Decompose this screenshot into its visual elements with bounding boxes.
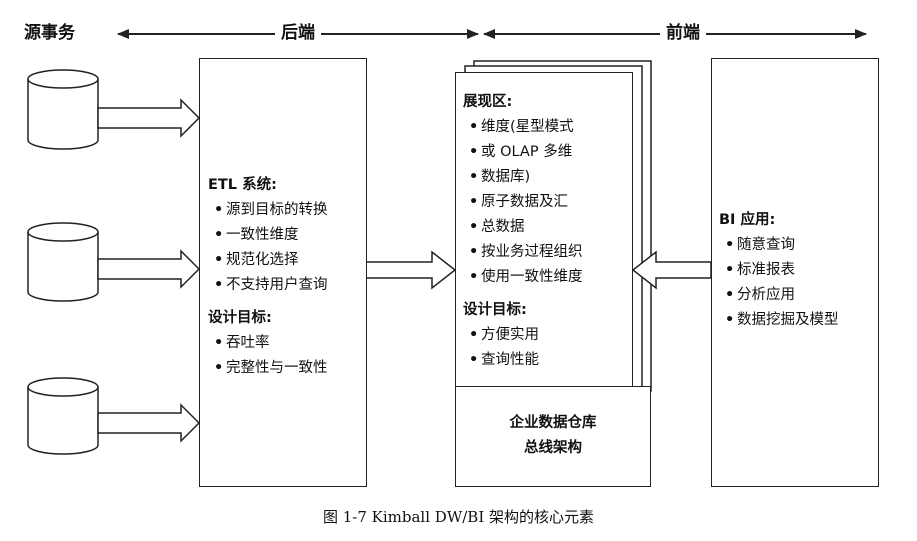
- list-item: 总数据: [463, 215, 633, 240]
- bi-applications-section: BI 应用: 随意查询 标准报表 分析应用 数据挖掘及模型: [719, 208, 877, 333]
- presentation-items: 维度(星型模式 或 OLAP 多维 数据库) 原子数据及汇 总数据 按业务过程组…: [463, 115, 633, 290]
- flow-arrow-source1-to-etl: [97, 98, 201, 138]
- database-icon: [27, 69, 99, 150]
- list-item: 标准报表: [719, 258, 877, 283]
- presentation-section: 展现区: 维度(星型模式 或 OLAP 多维 数据库) 原子数据及汇 总数据 按…: [463, 90, 633, 373]
- list-item: 数据挖掘及模型: [719, 308, 877, 333]
- list-item: 不支持用户查询: [208, 273, 366, 298]
- presentation-goals-title: 设计目标:: [463, 302, 527, 318]
- presentation-title: 展现区:: [463, 94, 513, 110]
- flow-arrow-source2-to-etl: [97, 249, 201, 289]
- header-source-transactions: 源事务: [24, 23, 79, 43]
- list-item: 维度(星型模式: [463, 115, 633, 140]
- etl-items: 源到目标的转换 一致性维度 规范化选择 不支持用户查询: [208, 198, 366, 298]
- list-item: 方便实用: [463, 323, 633, 348]
- header-backend: 后端: [275, 23, 321, 43]
- bus-label-line2: 总线架构: [524, 440, 582, 456]
- bi-title: BI 应用:: [719, 212, 776, 228]
- list-item: 一致性维度: [208, 223, 366, 248]
- list-item: 规范化选择: [208, 248, 366, 273]
- bi-items: 随意查询 标准报表 分析应用 数据挖掘及模型: [719, 233, 877, 333]
- list-item: 完整性与一致性: [208, 356, 366, 381]
- list-item: 分析应用: [719, 283, 877, 308]
- list-item: 使用一致性维度: [463, 265, 633, 290]
- etl-goals: 吞吐率 完整性与一致性: [208, 331, 366, 381]
- list-item: 或 OLAP 多维: [463, 140, 633, 165]
- flow-arrow-etl-to-presentation: [365, 250, 457, 290]
- list-item: 原子数据及汇: [463, 190, 633, 215]
- etl-goals-title: 设计目标:: [208, 310, 272, 326]
- figure-caption: 图 1-7 Kimball DW/BI 架构的核心元素: [322, 508, 595, 526]
- flow-arrow-bi-to-presentation: [631, 250, 712, 290]
- database-icon: [27, 377, 99, 455]
- bus-architecture-label: 企业数据仓库 总线架构: [455, 411, 651, 461]
- list-item: 按业务过程组织: [463, 240, 633, 265]
- etl-system-section: ETL 系统: 源到目标的转换 一致性维度 规范化选择 不支持用户查询 设计目标…: [208, 173, 366, 381]
- flow-arrow-source3-to-etl: [97, 403, 201, 443]
- list-item: 数据库): [463, 165, 633, 190]
- database-icon: [27, 222, 99, 302]
- bus-label-line1: 企业数据仓库: [509, 415, 597, 431]
- list-item: 源到目标的转换: [208, 198, 366, 223]
- etl-title: ETL 系统:: [208, 177, 277, 193]
- header-frontend: 前端: [660, 23, 706, 43]
- list-item: 随意查询: [719, 233, 877, 258]
- bus-architecture-box: [455, 386, 651, 487]
- list-item: 吞吐率: [208, 331, 366, 356]
- presentation-goals: 方便实用 查询性能: [463, 323, 633, 373]
- list-item: 查询性能: [463, 348, 633, 373]
